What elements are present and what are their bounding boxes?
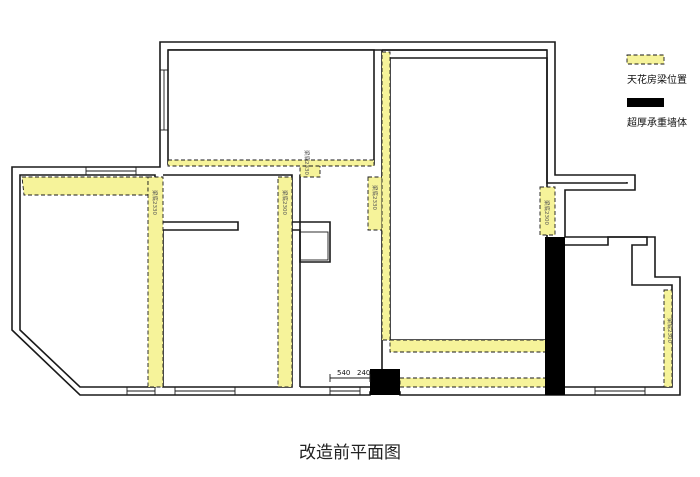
beams: [21, 51, 673, 388]
bearing-wall-vertical: [545, 237, 565, 395]
legend-label-beam: 天花房梁位置: [627, 73, 687, 86]
beam-top-room: [167, 159, 375, 167]
legend-swatch-bearing: [627, 98, 664, 107]
bath-wall: [284, 221, 331, 263]
beam-label-mid-room: 梁底2300: [281, 190, 289, 215]
dimension-540: 540: [337, 369, 350, 377]
beam-mid-room: [277, 176, 293, 388]
beam-left-room: [21, 176, 149, 196]
outer-wall: [11, 41, 681, 396]
legend-swatch-beam: [626, 54, 665, 65]
left-room-wall: [19, 174, 156, 388]
bearing-wall-bottom: [370, 369, 400, 395]
beam-far-right: [663, 289, 673, 388]
beam-right-wall: [539, 186, 556, 236]
right-room-wall: [565, 236, 673, 388]
beam-living-bottom2: [399, 377, 548, 388]
dimension-240: 240: [357, 369, 370, 377]
middle-room-wall: [162, 174, 293, 388]
beam-living-bottom: [389, 339, 548, 353]
living-room-wall: [382, 49, 548, 341]
plan-caption: 改造前平面图: [299, 443, 401, 463]
beam-label-top-passage: 梁底2330: [303, 150, 311, 175]
legend-label-bearing: 超厚承重墙体: [627, 116, 687, 129]
top-left-room: [167, 49, 375, 165]
beam-label-corridor: 梁底2330: [371, 185, 379, 210]
beam-label-right-wall: 梁底2300: [543, 200, 551, 225]
beam-label-left-room: 梁底2330: [151, 190, 159, 215]
beam-living-left: [381, 51, 391, 341]
beam-left-room-vert: [147, 176, 164, 388]
beam-label-far-right: 梁底2300: [666, 318, 674, 343]
legend: 天花房梁位置 超厚承重墙体: [626, 54, 687, 129]
